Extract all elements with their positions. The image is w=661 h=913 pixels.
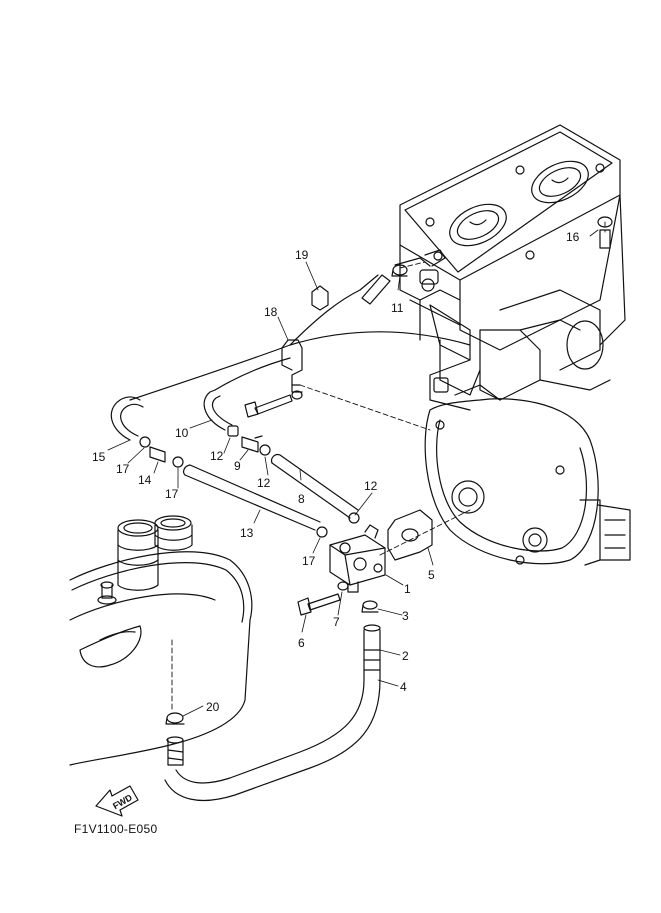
callout-leaders <box>107 229 599 717</box>
callout-15: 15 <box>92 450 106 464</box>
callout-12c: 12 <box>364 479 378 493</box>
fuel-tank <box>69 515 253 766</box>
engine-block <box>394 124 631 566</box>
callout-6: 6 <box>298 636 305 650</box>
callout-20: 20 <box>206 700 220 714</box>
fwd-arrow-icon <box>95 785 139 817</box>
callout-11: 11 <box>391 301 404 315</box>
callout-5: 5 <box>428 568 435 582</box>
callout-14: 14 <box>138 473 152 487</box>
alignment-lines <box>171 221 606 711</box>
callout-17a: 17 <box>116 462 130 476</box>
callout-10: 10 <box>175 426 189 440</box>
callout-2: 2 <box>402 649 409 663</box>
small-parts <box>139 216 613 725</box>
callout-7: 7 <box>333 615 340 629</box>
fwd-arrow: FWD <box>95 785 139 817</box>
callout-13: 13 <box>240 526 254 540</box>
callout-12a: 12 <box>210 449 224 463</box>
callout-4: 4 <box>400 680 407 694</box>
callout-8: 8 <box>298 492 305 506</box>
callout-3: 3 <box>402 609 409 623</box>
callout-labels: 1 2 3 4 5 6 7 8 9 10 11 12 12 12 13 14 1… <box>92 230 580 714</box>
callout-9: 9 <box>234 459 241 473</box>
callout-19: 19 <box>295 248 309 262</box>
callout-17b: 17 <box>165 487 179 501</box>
callout-17c: 17 <box>302 554 316 568</box>
callout-12b: 12 <box>257 476 271 490</box>
callout-16: 16 <box>566 230 580 244</box>
fuel-hoses <box>110 229 611 801</box>
callout-1: 1 <box>404 582 411 596</box>
figure-code: F1V1100-E050 <box>74 822 158 836</box>
callout-18: 18 <box>264 305 278 319</box>
